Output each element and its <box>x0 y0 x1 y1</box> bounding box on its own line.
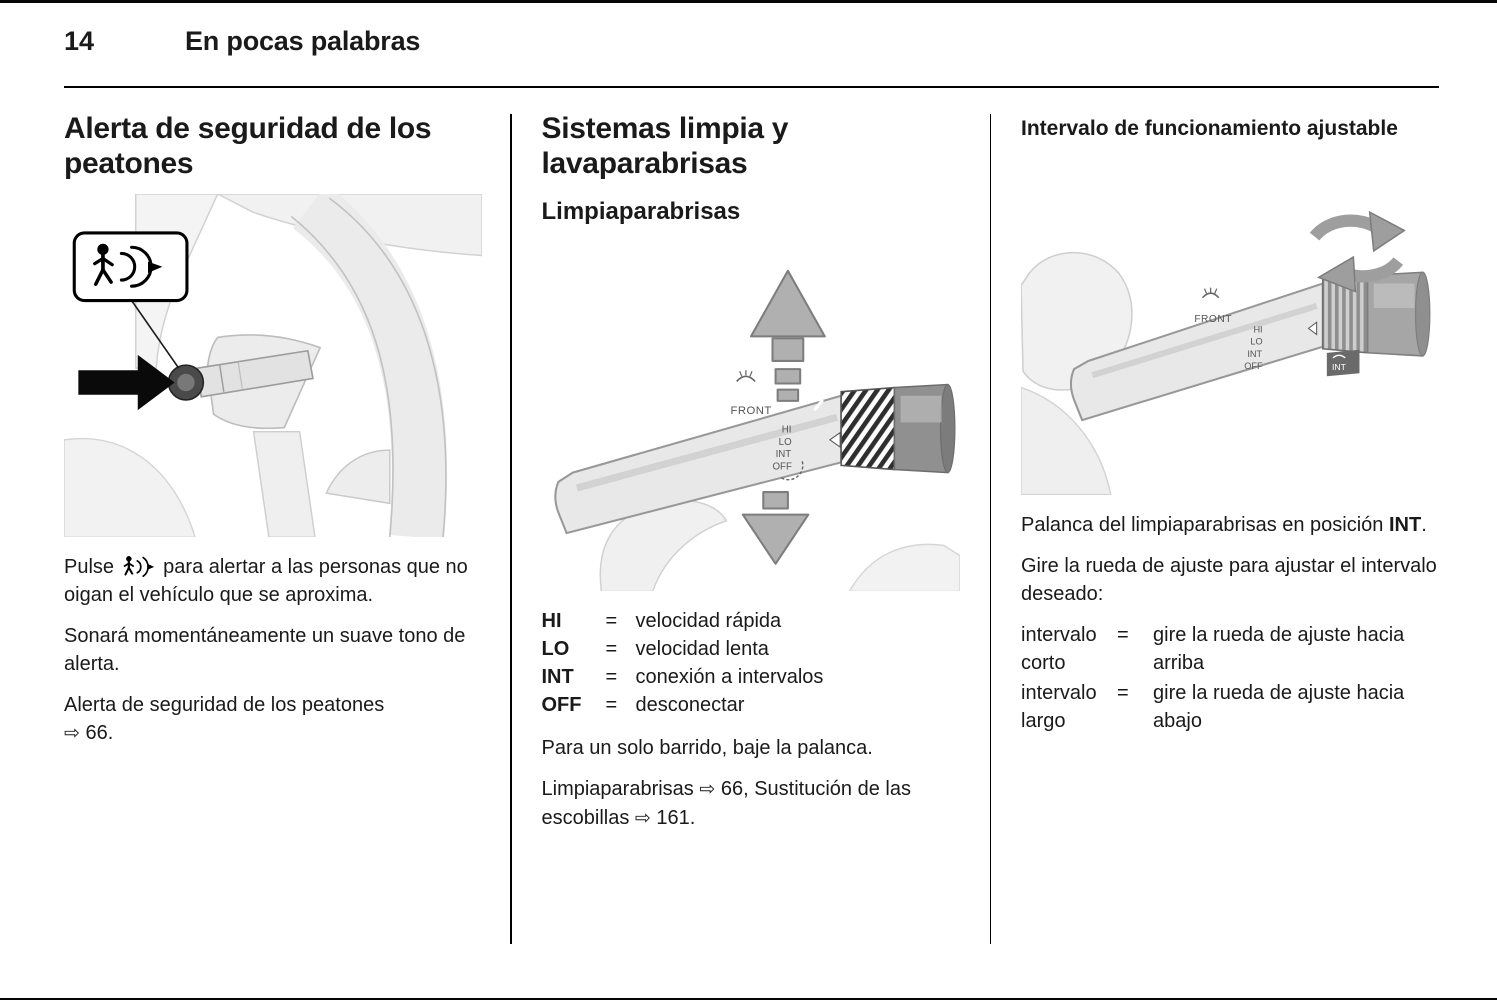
figure-pedestrian-alert <box>64 193 482 537</box>
column-interval-adjust: Intervalo de funcionamiento ajustable <box>991 102 1439 974</box>
reference-arrow-icon: ⇨ <box>634 807 651 829</box>
interval-adjuster-illustration: FRONT HI LO INT OFF INT <box>1021 210 1431 495</box>
rotate-arrows-icon <box>1309 210 1406 293</box>
down-arrow <box>741 490 809 565</box>
subsection-title: Intervalo de funcionamiento ajustable <box>1021 117 1398 140</box>
front-label: FRONT <box>1194 314 1232 325</box>
wiper-symbol-icon <box>735 369 756 382</box>
interval-list: intervalo corto = gire la rueda de ajust… <box>1021 621 1439 735</box>
wiper-symbol-icon <box>1201 287 1220 299</box>
definition-row: HI = velocidad rápida <box>541 610 782 633</box>
svg-text:HI: HI <box>1253 325 1262 335</box>
columns: Alerta de seguridad de los peatones <box>64 102 1439 974</box>
svg-text:INT: INT <box>1247 349 1262 359</box>
column-divider <box>989 114 991 944</box>
figure-wiper-stalk: FRONT HI LO INT OFF <box>542 238 960 592</box>
svg-text:INT: INT <box>775 449 791 460</box>
wiper-positions-list: HI = velocidad rápida LO = velocidad len… <box>542 607 960 719</box>
header-rule <box>64 86 1439 88</box>
wiper-stalk-illustration: FRONT HI LO INT OFF <box>553 269 960 592</box>
page-header: 14 En pocas palabras <box>64 26 1437 57</box>
subsection-title: Limpiaparabrisas <box>541 197 741 225</box>
para-alert-tone: Sonará momentáneamente un suave tono de … <box>64 624 466 675</box>
pedestrian-alert-icon <box>123 555 154 577</box>
para-lever-position: Palanca del limpiaparabrisas en posición… <box>1021 513 1427 536</box>
para-single-wipe: Para un solo barrido, baje la palanca. <box>541 737 873 760</box>
para-crossref-pedestrian: Alerta de seguridad de los peatones ⇨ 66… <box>64 693 385 744</box>
page-edge-bottom <box>0 998 1497 1000</box>
definition-row: intervalo corto = gire la rueda de ajust… <box>1021 623 1405 674</box>
column-wiper-systems: Sistemas limpia y lavaparabrisas Limpiap… <box>512 102 990 974</box>
reference-arrow-icon: ⇨ <box>699 779 716 801</box>
svg-text:OFF: OFF <box>1244 361 1263 371</box>
figure-interval-adjuster: FRONT HI LO INT OFF INT <box>1021 153 1439 495</box>
section-title: Alerta de seguridad de los peatones <box>64 112 432 180</box>
definition-row: LO = velocidad lenta <box>541 638 769 661</box>
pedestrian-alert-illustration <box>64 193 482 537</box>
page-number: 14 <box>64 26 95 56</box>
definition-row: OFF = desconectar <box>541 694 745 717</box>
svg-text:LO: LO <box>1250 337 1262 347</box>
up-arrow <box>749 269 826 402</box>
svg-text:INT: INT <box>1332 362 1347 372</box>
svg-text:LO: LO <box>778 437 791 448</box>
svg-text:HI: HI <box>781 424 791 435</box>
column-divider <box>510 114 512 944</box>
para-crossref-wipers: Limpiaparabrisas ⇨ 66, Sustitución de la… <box>541 778 911 829</box>
section-title: Sistemas limpia y lavaparabrisas <box>541 112 789 180</box>
int-position-label: INT <box>1389 513 1422 536</box>
chapter-title: En pocas palabras <box>185 26 421 56</box>
column-pedestrian-alert: Alerta de seguridad de los peatones <box>64 102 510 974</box>
reference-arrow-icon: ⇨ <box>64 722 80 744</box>
svg-text:OFF: OFF <box>772 461 791 472</box>
para-press-alert: Pulse para alertar a las personas que no… <box>64 555 468 606</box>
definition-row: INT = conexión a intervalos <box>541 666 824 689</box>
front-label: FRONT <box>730 405 771 417</box>
definition-row: intervalo largo = gire la rueda de ajust… <box>1021 681 1405 732</box>
para-turn-wheel: Gire la rueda de ajuste para ajustar el … <box>1021 554 1437 605</box>
page-edge-top <box>0 0 1497 3</box>
cross-reference: ⇨ 66. <box>64 721 114 744</box>
